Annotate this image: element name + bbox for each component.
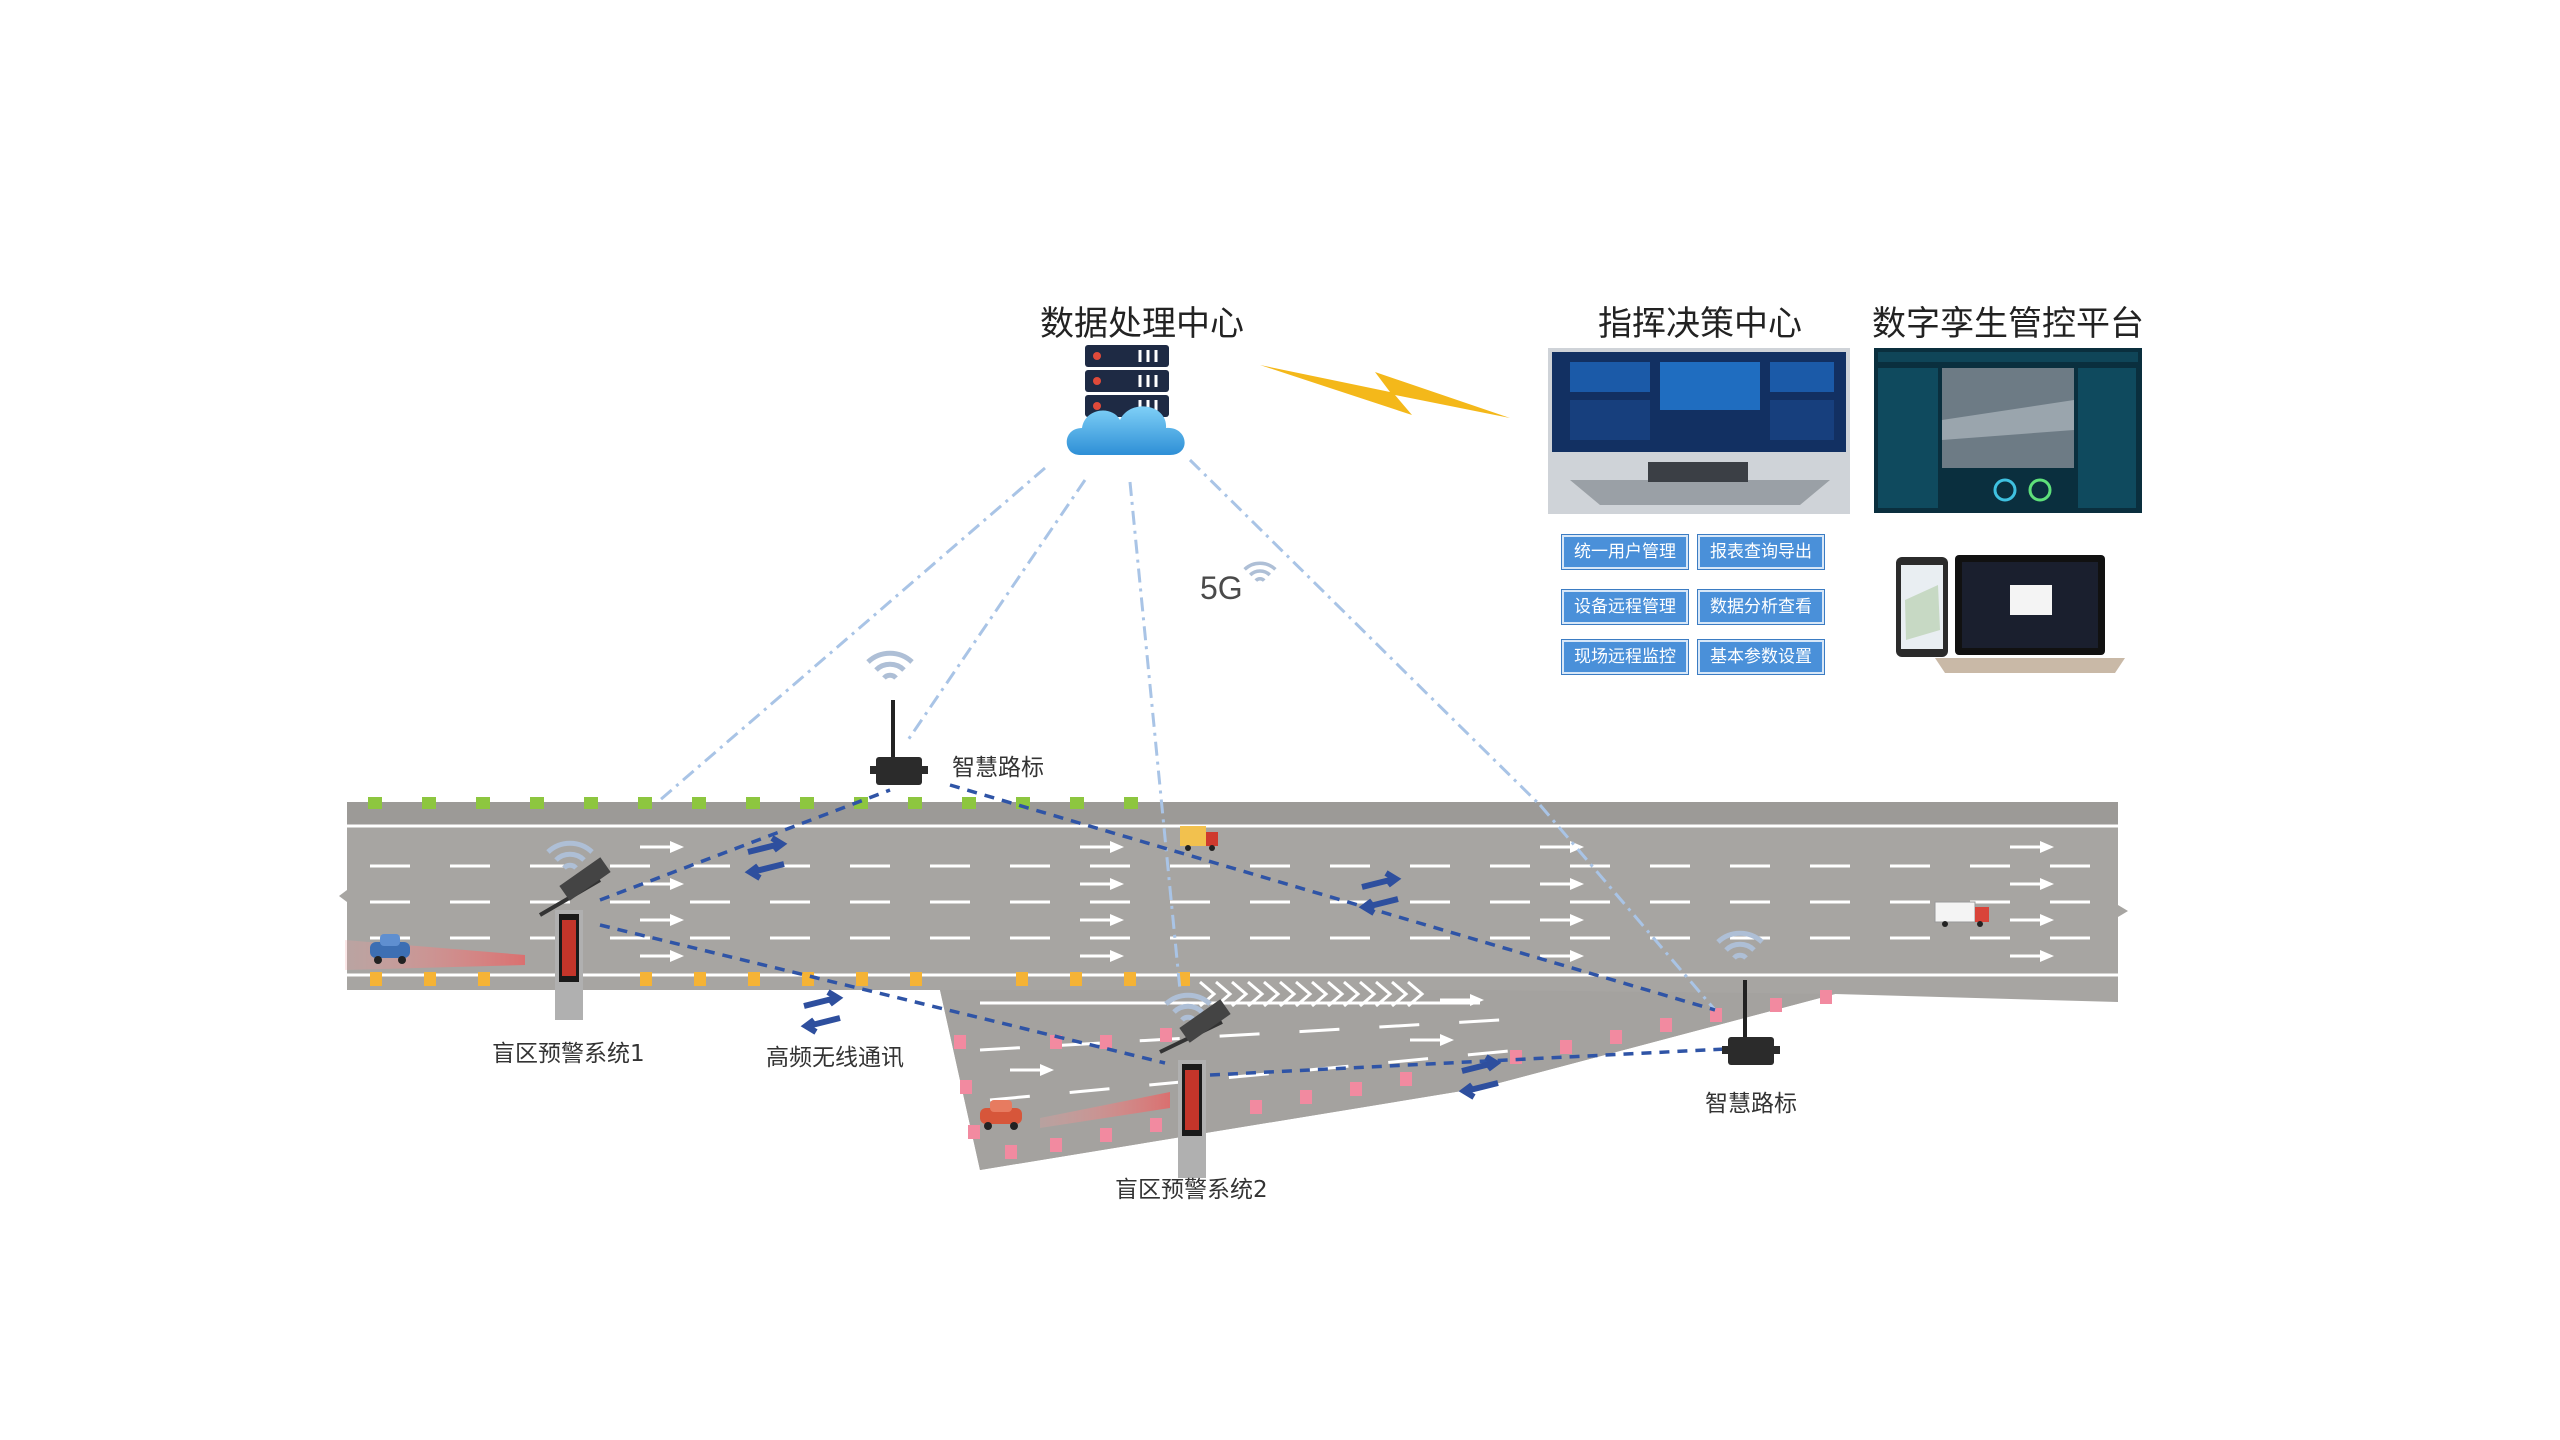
warning-pole-icon: [1159, 999, 1231, 1178]
road: [339, 797, 2128, 1170]
hf-wireless-label: 高频无线通讯: [766, 1045, 904, 1071]
fiveg-label: 5G: [1200, 570, 1243, 606]
smart-sign-label-right: 智慧路标: [1705, 1091, 1797, 1117]
laptop-icon: [1935, 555, 2125, 673]
car-icon: [980, 1092, 1170, 1130]
command-center-image: [1548, 348, 1850, 514]
blind-system-1-label: 盲区预警系统1: [492, 1041, 645, 1067]
lightning-bolt-icon: [1260, 365, 1510, 418]
truck-icon: [1180, 826, 1218, 851]
twin-platform-title: 数字孪生管控平台: [1872, 304, 2144, 344]
user-management-button[interactable]: 统一用户管理: [1562, 535, 1688, 569]
site-remote-monitor-button[interactable]: 现场远程监控: [1562, 640, 1688, 674]
device-remote-management-button[interactable]: 设备远程管理: [1562, 590, 1688, 624]
phone-icon: [1896, 557, 1948, 657]
data-analysis-button[interactable]: 数据分析查看: [1698, 590, 1824, 624]
basic-params-button[interactable]: 基本参数设置: [1698, 640, 1824, 674]
data-center-title: 数据处理中心: [1040, 304, 1244, 344]
fiveg-links: [659, 458, 1717, 1011]
warning-pole-icon: [538, 857, 611, 1020]
delineators-bottom: [370, 972, 1190, 986]
gore-chevrons: [1199, 980, 1425, 1008]
twin-platform-screen: [1874, 348, 2142, 513]
delineators-ramp: [954, 990, 1832, 1159]
smart-sign-device-icon: [870, 700, 928, 785]
server-cloud-icon: [1066, 345, 1185, 455]
command-center-title: 指挥决策中心: [1598, 304, 1802, 344]
report-export-button[interactable]: 报表查询导出: [1698, 535, 1824, 569]
truck-icon: [1934, 901, 1989, 927]
car-icon: [345, 934, 525, 970]
smart-sign-device-icon: [1722, 980, 1780, 1065]
blind-system-2-label: 盲区预警系统2: [1115, 1177, 1268, 1203]
hf-links: [599, 783, 1746, 1077]
smart-sign-label-top: 智慧路标: [952, 755, 1044, 781]
